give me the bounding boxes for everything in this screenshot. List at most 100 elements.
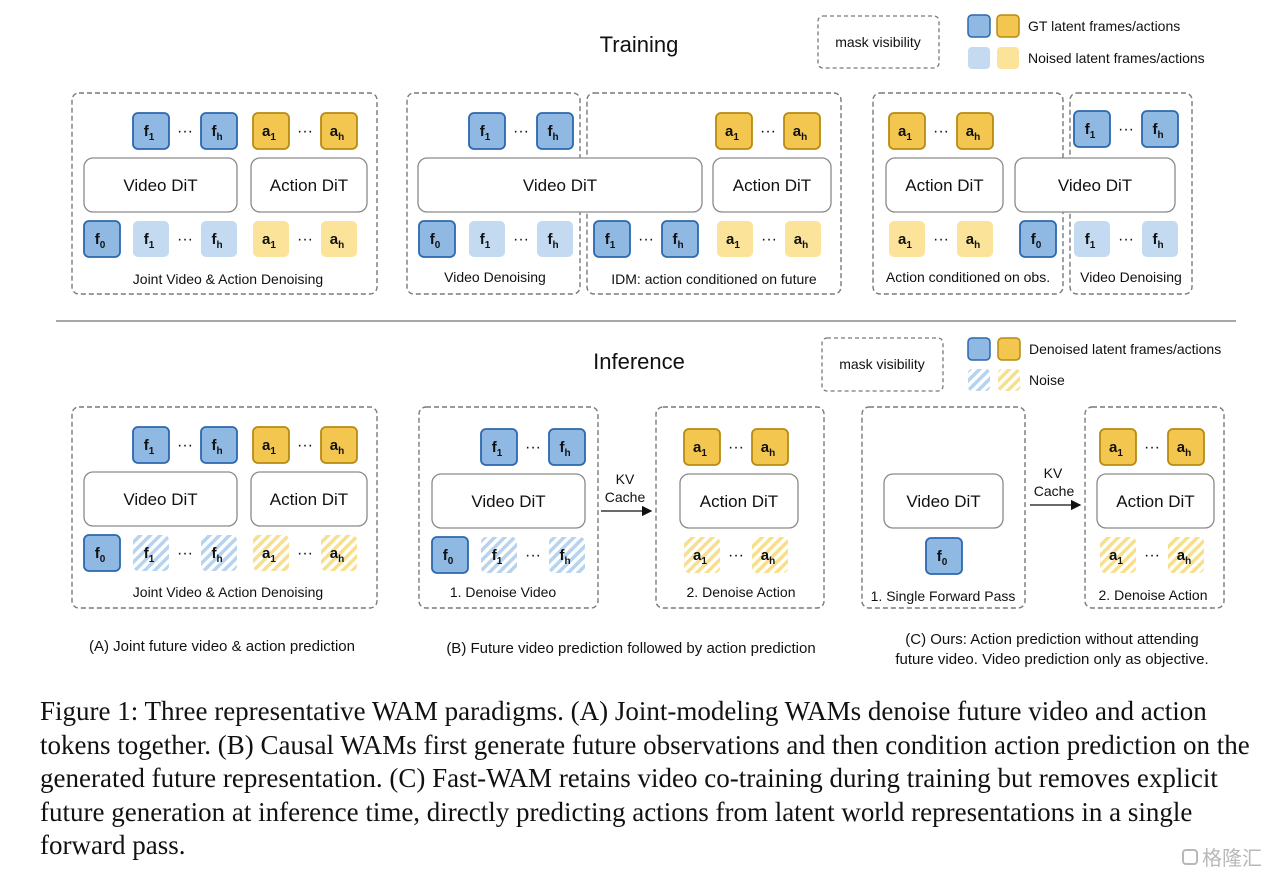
- infer-c-label2: 2. Denoise Action: [1099, 587, 1208, 603]
- token-subscript: h: [216, 132, 222, 143]
- token-box: [956, 112, 994, 150]
- token-f1: f1: [132, 112, 170, 150]
- token-a1-noised: a1: [717, 221, 753, 257]
- token-box: [1167, 428, 1205, 466]
- token-a1-noised: a1: [889, 221, 925, 257]
- token-subscript: h: [802, 240, 808, 251]
- infer-a-video-dit: [83, 471, 238, 527]
- ellipsis: ···: [513, 231, 529, 248]
- token-box: [537, 221, 573, 257]
- token-box: [252, 426, 290, 464]
- token-subscript: h: [216, 446, 222, 457]
- token-subscript: 1: [149, 132, 155, 143]
- token-subscript: h: [974, 132, 980, 143]
- token-label: a1: [1109, 547, 1123, 567]
- token-subscript: h: [552, 240, 558, 251]
- train-c-label1: Action conditioned on obs.: [886, 269, 1050, 285]
- token-subscript: h: [1157, 130, 1163, 141]
- token-label: a1: [693, 547, 707, 567]
- token-f1-noised: f1: [1074, 221, 1110, 257]
- token-label: f1: [144, 231, 155, 251]
- token-box: [253, 221, 289, 257]
- token-box: [548, 428, 586, 466]
- token-label: ah: [794, 231, 808, 251]
- infer-a-action-dit: [250, 471, 368, 527]
- token-label: fh: [211, 437, 222, 457]
- token-subscript: 1: [734, 240, 740, 251]
- infer-c-action-dit: [1096, 473, 1215, 529]
- token-label: fh: [672, 231, 683, 251]
- token-label: a1: [693, 439, 707, 459]
- token-subscript: 1: [270, 446, 276, 457]
- ellipsis: ···: [297, 437, 313, 454]
- train-a-action-dit-label: Action DiT: [270, 176, 348, 195]
- train-b-label1: Video Denoising: [444, 269, 546, 285]
- token-box: [1099, 428, 1137, 466]
- infer-b-video-dit-label: Video DiT: [471, 492, 545, 511]
- token-letter: a: [1109, 439, 1118, 456]
- token-f1: f1: [132, 426, 170, 464]
- legend-noise-frame-swatch: [968, 369, 990, 391]
- token-box: [1168, 537, 1204, 573]
- token-label: f0: [95, 231, 106, 251]
- ellipsis: ···: [933, 123, 949, 140]
- ellipsis: ···: [728, 547, 744, 564]
- legend-denoised-frame-swatch: [967, 337, 991, 361]
- token-ah: ah: [956, 112, 994, 150]
- mask-visibility-label: mask visibility: [835, 34, 921, 50]
- token-letter: a: [262, 231, 271, 248]
- token-label: a1: [1109, 439, 1123, 459]
- token-letter: f: [430, 231, 436, 248]
- ellipsis: ···: [525, 547, 541, 564]
- token-subscript: h: [552, 132, 558, 143]
- token-label: ah: [330, 123, 344, 143]
- token-subscript: 1: [1117, 448, 1123, 459]
- token-box: [536, 112, 574, 150]
- token-box: [1100, 537, 1136, 573]
- token-label: ah: [330, 231, 344, 251]
- token-letter: a: [1177, 547, 1186, 564]
- token-subscript: 1: [906, 240, 912, 251]
- watermark: 格隆汇: [1182, 842, 1262, 871]
- token-letter: f: [211, 123, 217, 140]
- training-legend: mask visibility GT latent frames/actions…: [817, 14, 1205, 69]
- token-subscript: h: [677, 240, 683, 251]
- train-b-label2: IDM: action conditioned on future: [611, 271, 817, 287]
- token-letter: a: [726, 231, 735, 248]
- token-letter: f: [605, 231, 611, 248]
- infer-a-action-dit-label: Action DiT: [270, 490, 348, 509]
- token-box: [320, 426, 358, 464]
- token-subscript: 0: [435, 240, 441, 251]
- train-a-label: Joint Video & Action Denoising: [133, 271, 323, 287]
- token-letter: a: [262, 123, 271, 140]
- token-letter: f: [1085, 231, 1091, 248]
- token-fh: fh: [661, 220, 699, 258]
- panel-c-caption-line1: (C) Ours: Action prediction without atte…: [905, 631, 1198, 648]
- token-label: a1: [725, 123, 739, 143]
- token-label: f1: [492, 439, 503, 459]
- token-label: f1: [144, 545, 155, 565]
- token-label: ah: [1177, 439, 1191, 459]
- token-subscript: h: [974, 240, 980, 251]
- token-f1-noised: f1: [133, 221, 169, 257]
- watermark-logo-icon: [1182, 848, 1198, 865]
- token-label: fh: [547, 231, 558, 251]
- token-label: a1: [898, 231, 912, 251]
- token-box: [252, 112, 290, 150]
- token-subscript: h: [801, 132, 807, 143]
- ellipsis: ···: [1144, 439, 1160, 456]
- token-fh: fh: [200, 426, 238, 464]
- token-letter: a: [794, 231, 803, 248]
- token-f1-noise: f1: [481, 537, 517, 573]
- token-label: a1: [262, 437, 276, 457]
- token-subscript: 1: [149, 446, 155, 457]
- token-fh-noised: fh: [537, 221, 573, 257]
- token-subscript: 0: [1036, 240, 1042, 251]
- token-label: a1: [262, 545, 276, 565]
- token-subscript: 1: [497, 448, 503, 459]
- token-letter: f: [547, 123, 553, 140]
- token-label: fh: [547, 123, 558, 143]
- token-label: a1: [262, 123, 276, 143]
- token-subscript: 1: [485, 240, 491, 251]
- token-box: [1074, 221, 1110, 257]
